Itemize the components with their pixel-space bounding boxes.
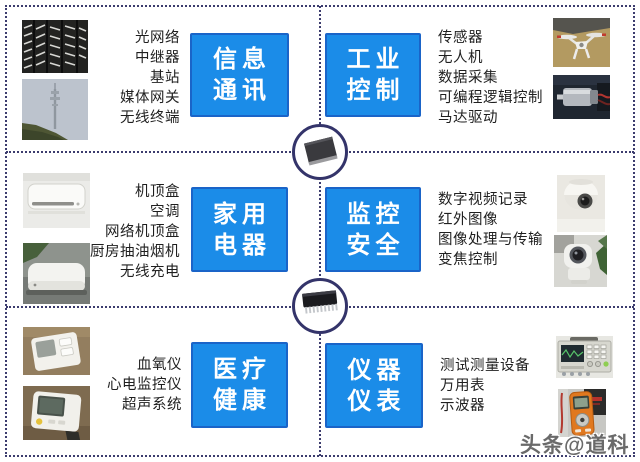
category-label-line: 通讯 — [213, 77, 271, 104]
application-list-info-communication: 光网络 中继器 基站 媒体网关 无线终端 — [55, 28, 180, 128]
list-item: 中继器 — [135, 50, 180, 66]
list-item: 超声系统 — [122, 397, 182, 413]
list-item: 基站 — [150, 70, 180, 86]
list-item: 血氧仪 — [137, 357, 182, 373]
category-label-line: 监控 — [346, 200, 405, 228]
list-item: 网络机顶盒 — [105, 224, 180, 240]
list-item: 机顶盒 — [135, 184, 180, 200]
list-item: 可编程逻辑控制 — [438, 90, 543, 106]
application-list-home-appliances: 机顶盒 空调 网络机顶盒 厨房抽油烟机 无线充电 — [55, 182, 180, 282]
list-item: 无人机 — [438, 50, 483, 66]
drone-photo — [553, 18, 610, 67]
list-item: 万用表 — [440, 378, 485, 394]
category-box-info-communication: 信息 通讯 — [190, 33, 289, 117]
ptz-camera-photo — [554, 235, 607, 287]
list-item: 变焦控制 — [438, 252, 498, 268]
list-item: 心电监控仪 — [107, 377, 182, 393]
category-box-medical-health: 医疗 健康 — [191, 342, 288, 428]
category-box-instruments-meters: 仪器 仪表 — [325, 343, 423, 428]
center-vertical-divider — [319, 6, 321, 456]
application-list-industrial-control: 传感器 无人机 数据采集 可编程逻辑控制 马达驱动 — [438, 28, 583, 128]
dome-camera-photo — [557, 175, 605, 232]
oscilloscope-photo — [556, 336, 613, 378]
category-box-home-appliances: 家用 电器 — [191, 187, 288, 272]
category-label-line: 工业 — [346, 46, 405, 73]
list-item: 示波器 — [440, 398, 485, 414]
set-top-box-photo — [23, 243, 90, 304]
list-item: 光网络 — [135, 30, 180, 46]
telecom-tower-photo — [22, 79, 88, 140]
watermark-text: 头条@道科创 — [520, 434, 630, 457]
category-label-line: 医疗 — [213, 356, 271, 383]
list-item: 红外图像 — [438, 212, 498, 228]
qfn-chip-icon — [295, 125, 345, 180]
category-box-surveillance-security: 监控 安全 — [325, 187, 421, 272]
category-label-line: 仪器 — [347, 356, 406, 384]
multimeter-photo — [558, 389, 606, 437]
application-list-surveillance-security: 数字视频记录 红外图像 图像处理与传输 变焦控制 — [438, 190, 583, 270]
category-box-industrial-control: 工业 控制 — [325, 33, 421, 117]
blood-pressure-monitor-photo — [23, 327, 90, 375]
list-item: 媒体网关 — [120, 90, 180, 106]
air-conditioner-photo — [23, 173, 90, 228]
list-item: 数据采集 — [438, 70, 498, 86]
electric-motor-photo — [553, 75, 610, 119]
category-label-line: 仪表 — [347, 387, 406, 415]
category-label-line: 信息 — [213, 46, 271, 73]
list-item: 传感器 — [438, 30, 483, 46]
qfn-chip-badge — [292, 124, 348, 180]
category-label-line: 安全 — [346, 231, 405, 259]
server-rack-photo — [22, 20, 88, 73]
application-list-instruments-meters: 测试测量设备 万用表 示波器 — [440, 356, 585, 416]
category-label-line: 健康 — [213, 387, 271, 414]
ecg-monitor-photo — [23, 386, 90, 440]
list-item: 无线充电 — [120, 264, 180, 280]
application-list-medical-health: 血氧仪 心电监控仪 超声系统 — [55, 355, 182, 415]
category-label-line: 家用 — [213, 200, 271, 228]
soic-chip-badge — [292, 278, 348, 334]
list-item: 马达驱动 — [438, 110, 498, 126]
list-item: 无线终端 — [120, 110, 180, 126]
list-item: 测试测量设备 — [440, 358, 530, 374]
list-item: 厨房抽油烟机 — [90, 244, 180, 260]
category-label-line: 控制 — [346, 77, 405, 104]
category-label-line: 电器 — [213, 231, 271, 259]
soic-chip-icon — [295, 279, 345, 334]
list-item: 图像处理与传输 — [438, 232, 543, 248]
list-item: 数字视频记录 — [438, 192, 528, 208]
list-item: 空调 — [150, 204, 180, 220]
